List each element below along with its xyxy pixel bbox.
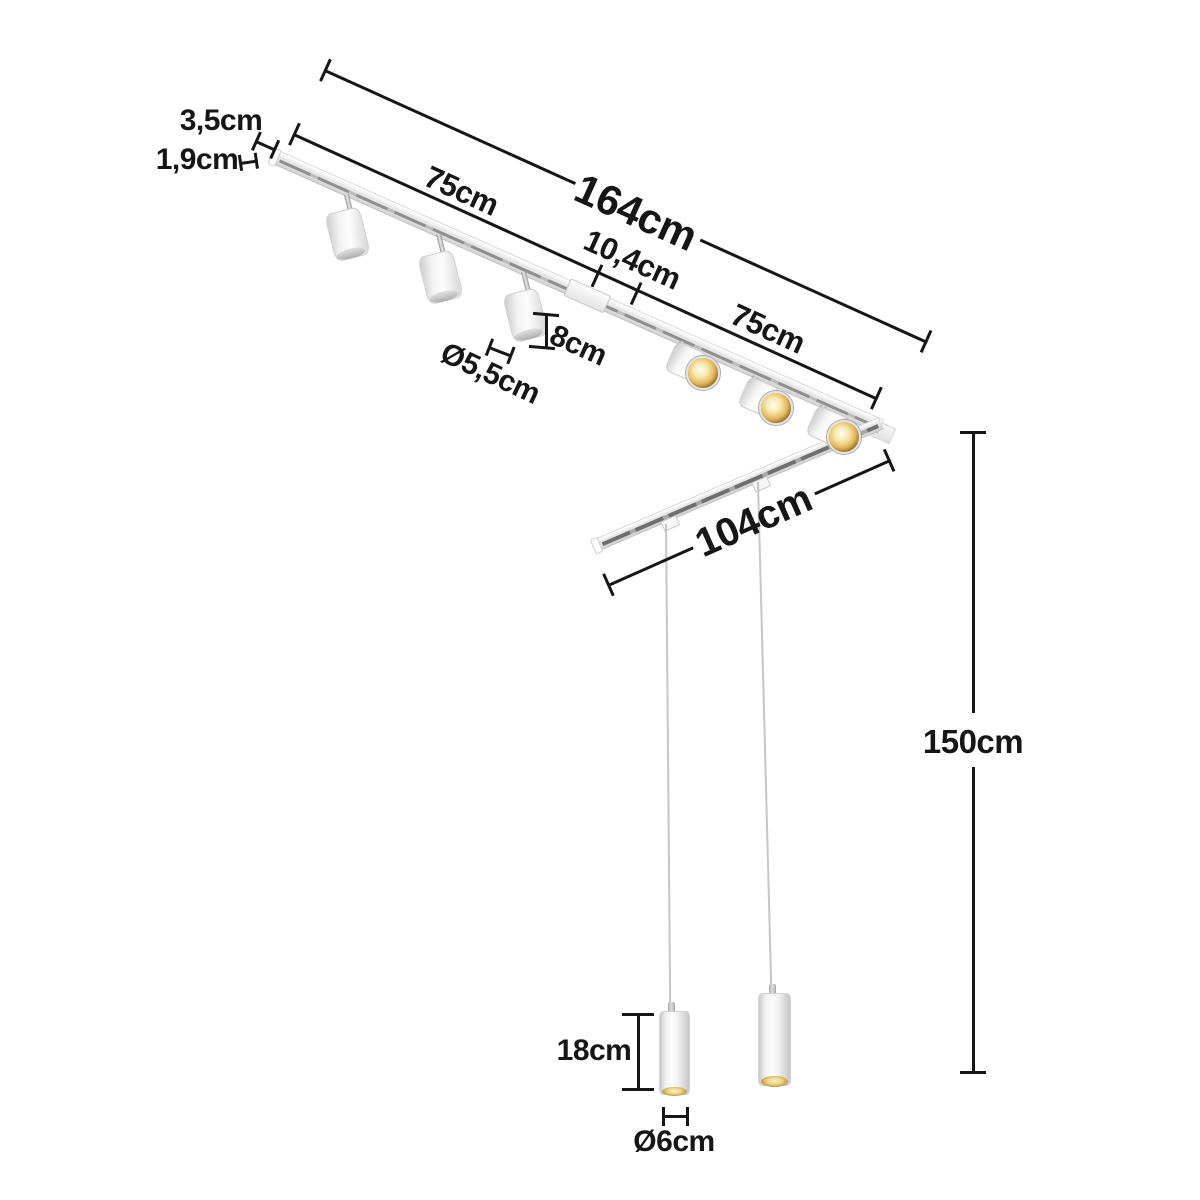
spotlight-6-lens [827,420,861,454]
label-rail-width: 3,5cm [179,104,263,137]
marker-rail-thickness [237,152,259,172]
pendant-light-2 [758,993,791,1087]
pendant-glow [761,1076,788,1087]
pendant-cord-1 [665,523,672,1013]
spotlight-5-lens [759,391,793,425]
pendant-top-connector-1 [668,1002,675,1013]
label-spot-height: 8cm [544,318,612,373]
pendant-cord-2 [757,481,773,995]
marker-spot-diameter [484,338,516,365]
label-rail-thickness: 1,9cm [155,143,239,176]
marker-rail-width [251,131,281,160]
label-suspension-height: 150cm [922,723,1024,760]
track-connector-piece [563,278,612,314]
pendant-glow [662,1087,687,1096]
label-segment-right: 75cm [725,296,811,361]
pendant-light-1 [659,1011,690,1096]
pendant-top-connector-2 [769,984,776,995]
label-segment-left: 75cm [419,158,504,223]
label-pendant-height: 18cm [556,1034,632,1067]
label-pendant-diameter: Ø6cm [633,1125,715,1158]
spotlight-4-lens [686,356,720,390]
